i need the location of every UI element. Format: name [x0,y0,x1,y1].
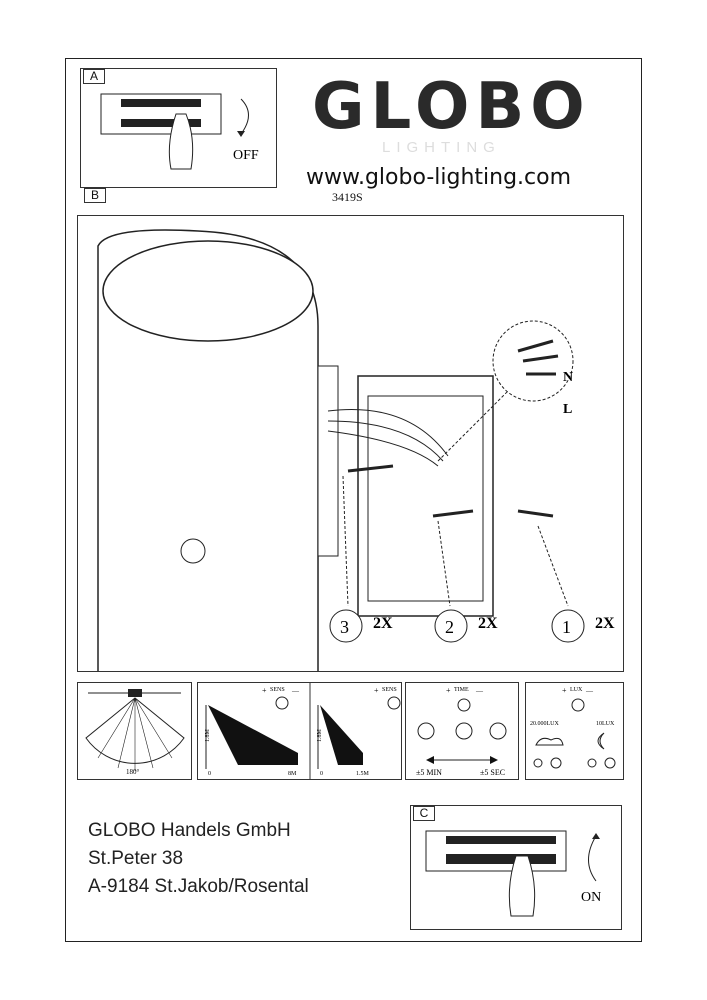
angle-label: 180° [126,768,140,776]
svg-text:1.5M: 1.5M [356,771,370,777]
page-frame [65,58,642,942]
svg-text:—: — [475,687,484,695]
svg-text:LUX: LUX [570,687,583,693]
svg-text:—: — [291,687,300,695]
website-url[interactable]: www.globo-lighting.com [306,165,572,190]
step-a-panel: A OFF [80,68,277,188]
step-c-panel: C ON [410,805,622,930]
svg-text:1.8M: 1.8M [317,729,323,743]
svg-text:8M: 8M [288,771,297,777]
svg-text:±5 MIN: ±5 MIN [416,768,442,777]
svg-text:TIME: TIME [454,687,469,693]
model-number: 3419S [332,190,363,204]
part-3: 3 2X [329,609,393,643]
svg-text:1.8M: 1.8M [205,729,211,743]
company-street: St.Peter 38 [88,848,184,869]
svg-text:0: 0 [320,771,323,777]
svg-text:3: 3 [340,617,349,637]
svg-text:SENS: SENS [270,687,285,693]
lux-panel: +LUX— 20.000LUX 10LUX [525,682,624,780]
part-1: 1 2X [551,609,615,643]
step-a-tag: A [83,69,105,84]
installation-diagram: N L 3 2X 2 2X 1 2X [97,229,615,702]
logo-subtitle: LIGHTING [382,139,501,156]
svg-text:2X: 2X [595,615,615,632]
company-name: GLOBO Handels GmbH [88,820,291,841]
wire-l-label: L [563,402,572,417]
step-c-tag: C [413,806,435,821]
svg-text:+: + [374,686,379,695]
svg-text:+: + [262,686,267,695]
svg-text:2X: 2X [373,615,393,632]
svg-text:2X: 2X [478,615,498,632]
step-b-panel: N L 3 2X 2 2X 1 2X [77,215,624,702]
svg-text:—: — [585,687,594,695]
company-city: A-9184 St.Jakob/Rosental [88,876,309,897]
part-2: 2 2X [434,609,498,643]
svg-text:0: 0 [208,771,211,777]
on-label: ON [581,890,601,905]
svg-text:20.000LUX: 20.000LUX [530,721,559,727]
junction-box [357,375,494,617]
breaker-on-illustration: ON [425,830,601,917]
svg-text:10LUX: 10LUX [596,721,615,727]
svg-text:2: 2 [445,617,454,637]
svg-text:SENS: SENS [382,687,397,693]
svg-text:+: + [562,686,567,695]
detection-angle-panel: 180° [77,682,192,780]
step-b-tag: B [84,188,106,203]
time-panel: +TIME — ±5 MIN ±5 SEC [405,682,519,780]
off-label: OFF [233,148,259,163]
logo: GLOBO [312,70,591,144]
breaker-off-illustration: OFF [100,93,259,170]
svg-text:+: + [446,686,451,695]
svg-text:±5 SEC: ±5 SEC [480,768,505,777]
svg-text:1: 1 [562,617,571,637]
wire-n-label: N [563,370,573,385]
